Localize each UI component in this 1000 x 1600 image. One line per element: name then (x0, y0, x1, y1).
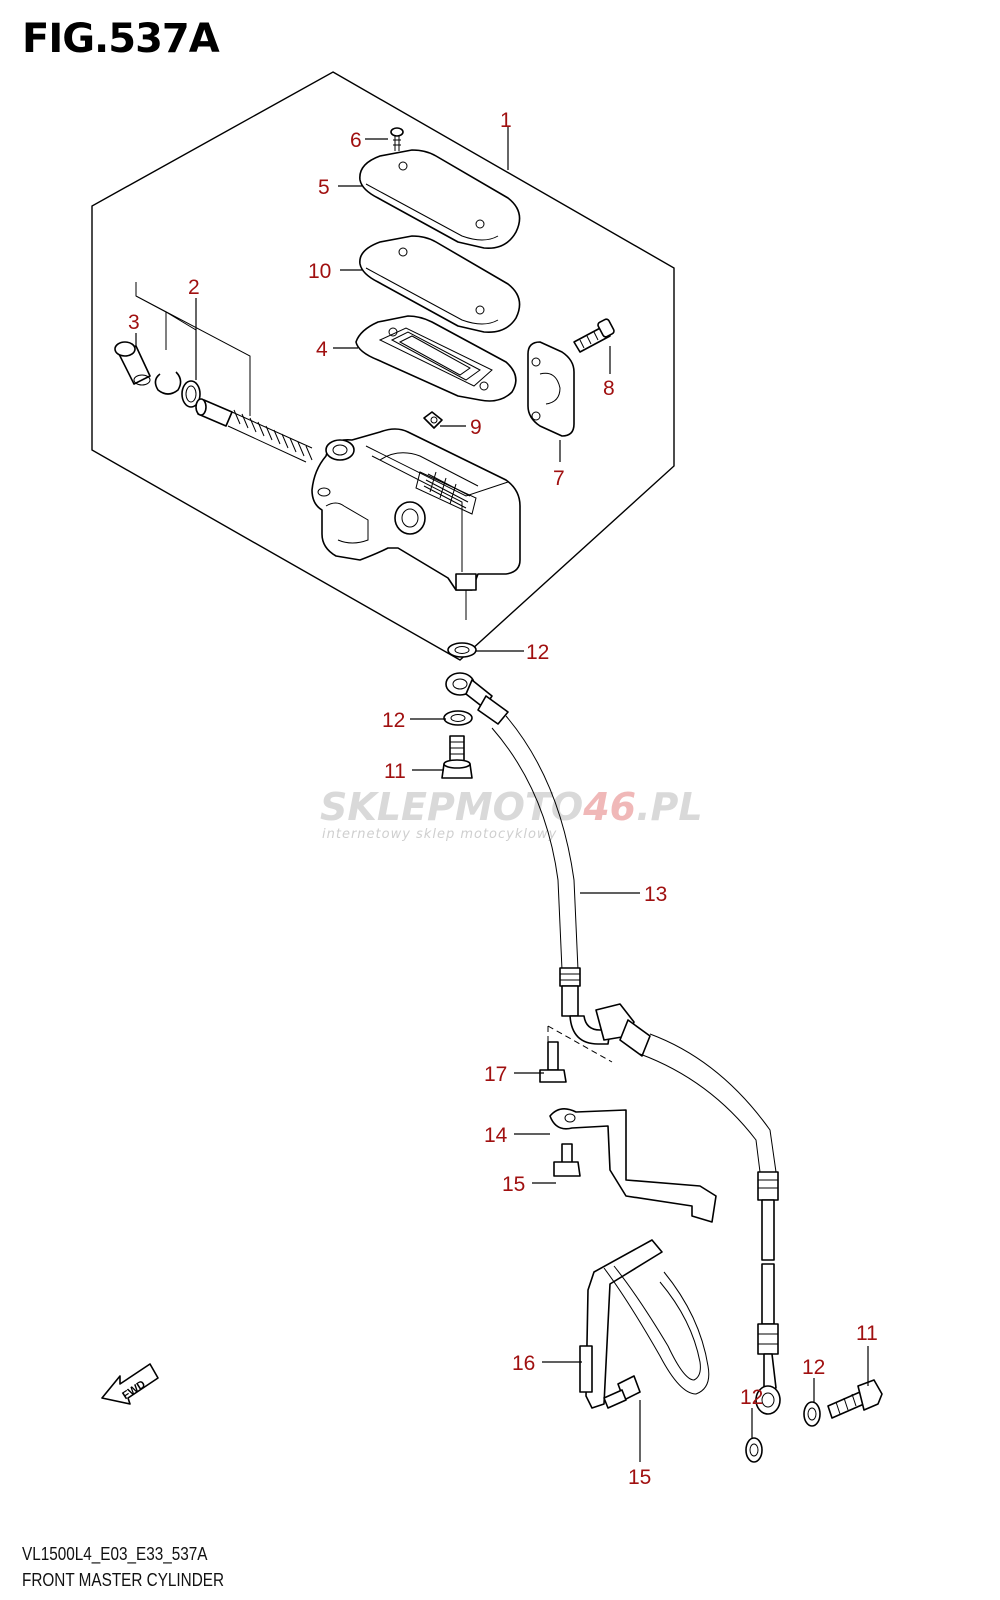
callout-11-lower: 11 (856, 1322, 878, 1345)
part-4-diaphragm (355, 315, 517, 402)
callouts: 1 2 3 4 5 6 7 8 9 10 11 11 12 12 12 12 1… (128, 109, 878, 1489)
callout-13: 13 (644, 883, 667, 906)
callout-17: 17 (484, 1063, 507, 1086)
callout-1: 1 (500, 109, 512, 132)
callout-6: 6 (350, 129, 362, 152)
callout-4: 4 (316, 338, 328, 361)
part-5-reservoir-cap (359, 149, 521, 249)
part-15-bolt-lower (603, 1375, 641, 1409)
leader-lines (135, 127, 869, 1462)
callout-12-lower-right: 12 (802, 1356, 825, 1379)
watermark-brand-number: 46 (582, 785, 636, 829)
diagram-caption: FRONT MASTER CYLINDER (22, 1570, 225, 1590)
part-10-diaphragm-plate (359, 235, 521, 334)
figure-title: FIG.537A (22, 16, 220, 62)
watermark-brand-suffix: .PL (636, 785, 703, 829)
part-3-piston-kit (114, 341, 201, 408)
part-11-banjo-bolt-lower (827, 1379, 883, 1419)
callout-9: 9 (470, 416, 482, 439)
watermark-tagline: internetowy sklep motocyklowy (322, 827, 557, 842)
part-16-hose-clamp (579, 1239, 710, 1409)
callout-11-upper: 11 (384, 760, 406, 783)
callout-15-lower: 15 (628, 1466, 651, 1489)
callout-12-mid: 12 (382, 709, 405, 732)
model-code: VL1500L4_E03_E33_537A (22, 1544, 208, 1564)
part-7-handlebar-clamp (527, 341, 575, 437)
callout-14: 14 (484, 1124, 508, 1147)
svg-text:SKLEPMOTO46.PL: SKLEPMOTO46.PL (320, 785, 703, 829)
callout-8: 8 (603, 377, 615, 400)
part-12-washer-mid (443, 710, 473, 726)
callout-7: 7 (553, 467, 565, 490)
part-12-washer-lower-left (745, 1437, 763, 1463)
part-13-brake-hose (491, 715, 781, 1415)
callout-12-upper: 12 (526, 641, 549, 664)
part-11-banjo-bolt-upper (441, 735, 473, 779)
part-6-screw (390, 127, 404, 151)
part-2-piston-spring (195, 398, 313, 463)
joint-dash-outline (547, 1025, 613, 1063)
callout-2: 2 (188, 276, 200, 299)
upper-banjo-fitting (445, 672, 509, 725)
part-12-washer-lower-right (803, 1401, 821, 1427)
callout-10: 10 (308, 260, 331, 283)
assembly-outline (91, 71, 675, 661)
part-15-bolt-upper (553, 1143, 581, 1177)
part-9-clip (423, 411, 443, 429)
callout-5: 5 (318, 176, 330, 199)
part-14-bracket (549, 1108, 717, 1223)
part-12-washer-upper (447, 642, 477, 658)
part-17-bolt (539, 1041, 567, 1083)
callout-15-upper: 15 (502, 1173, 525, 1196)
watermark: SKLEPMOTO46.PL internetowy sklep motocyk… (320, 785, 703, 842)
part-8-clamp-bolt (573, 318, 615, 353)
callout-16: 16 (512, 1352, 535, 1375)
callout-12-lower-left: 12 (740, 1386, 763, 1409)
arrow-fwd-icon (101, 1363, 159, 1405)
watermark-brand-prefix: SKLEPMOTO (320, 785, 583, 829)
master-cylinder-body (311, 428, 521, 620)
fwd-direction-marker: FWD (101, 1363, 159, 1405)
callout-3: 3 (128, 311, 140, 334)
